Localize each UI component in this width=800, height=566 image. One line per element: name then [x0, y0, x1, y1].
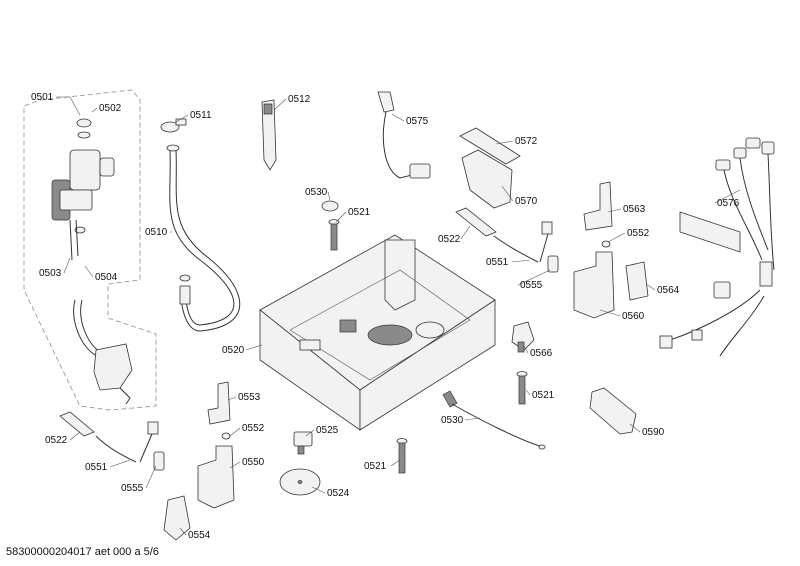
label-0521-right: 0521: [532, 390, 555, 401]
screw-0521-right: [516, 371, 528, 405]
inlet-valve-part: [51, 118, 115, 261]
label-0502: 0502: [99, 103, 122, 114]
label-0590: 0590: [642, 427, 665, 438]
bracket-0560: [573, 251, 615, 319]
label-0520: 0520: [222, 345, 245, 356]
washer-0552-lower: [221, 432, 231, 440]
label-0521-bottom: 0521: [364, 461, 387, 472]
label-0551-upper: 0551: [486, 257, 509, 268]
clip-0555-upper: [547, 255, 559, 273]
label-0512: 0512: [288, 94, 311, 105]
washer-0552-upper: [601, 240, 611, 248]
label-0575: 0575: [406, 116, 429, 127]
label-0530-long: 0530: [441, 415, 464, 426]
base-tub-0520: [259, 234, 496, 431]
label-0572: 0572: [515, 136, 538, 147]
screw-0521-bottom: [396, 438, 408, 474]
label-0552-upper: 0552: [627, 228, 650, 239]
clip-0555-lower: [153, 451, 165, 471]
label-0576: 0576: [717, 198, 740, 209]
label-0550: 0550: [242, 457, 265, 468]
label-0555-lower: 0555: [121, 483, 144, 494]
sensor-cable-0522-upper: [455, 207, 553, 263]
control-housing-0570: [461, 149, 513, 209]
label-0560: 0560: [622, 311, 645, 322]
sensor-cable-0530: [442, 390, 546, 450]
label-0524: 0524: [327, 488, 350, 499]
group-outline-0501: [23, 89, 157, 411]
bracket-0553: [207, 381, 231, 425]
leader-lines: [56, 96, 741, 536]
label-0521-top: 0521: [348, 207, 371, 218]
label-0503: 0503: [39, 268, 62, 279]
label-0522-lower: 0522: [45, 435, 68, 446]
label-0564: 0564: [657, 285, 680, 296]
label-0522-upper: 0522: [438, 234, 461, 245]
label-0554: 0554: [188, 530, 211, 541]
label-0511: 0511: [190, 110, 212, 121]
drain-hose-0510: [166, 144, 241, 332]
label-0553: 0553: [238, 392, 261, 403]
label-0504: 0504: [95, 272, 118, 283]
label-0510: 0510: [145, 227, 168, 238]
cover-0554: [163, 495, 191, 541]
screw-0521-top: [328, 219, 340, 251]
pump-0566: [511, 321, 535, 353]
connector-0564: [625, 261, 649, 301]
rail-bracket-0512: [261, 99, 277, 171]
connector-0525: [293, 431, 313, 455]
document-footer: 58300000204017 aet 000 a 5/6: [6, 546, 159, 558]
label-0552-lower: 0552: [242, 423, 265, 434]
sensor-cable-0522-lower: [59, 411, 159, 463]
label-0570: 0570: [515, 196, 538, 207]
bracket-0563: [583, 181, 613, 231]
label-0551-lower: 0551: [85, 462, 108, 473]
power-cord-0575: [377, 91, 431, 179]
bracket-0550: [197, 445, 235, 509]
cover-strip-0572: [459, 127, 521, 165]
hose-clamp-0511: [160, 118, 187, 133]
knob-0530: [321, 200, 339, 212]
wiring-harness-0576: [659, 137, 775, 357]
label-0566: 0566: [530, 348, 553, 359]
label-0563: 0563: [623, 204, 646, 215]
filter-0590: [589, 387, 637, 435]
label-0525: 0525: [316, 425, 339, 436]
disc-0524: [279, 468, 321, 496]
label-0555-upper: 0555: [520, 280, 543, 291]
hose-assembly-0504: [73, 299, 133, 405]
label-0530-top: 0530: [305, 187, 328, 198]
label-0501: 0501: [31, 92, 54, 103]
